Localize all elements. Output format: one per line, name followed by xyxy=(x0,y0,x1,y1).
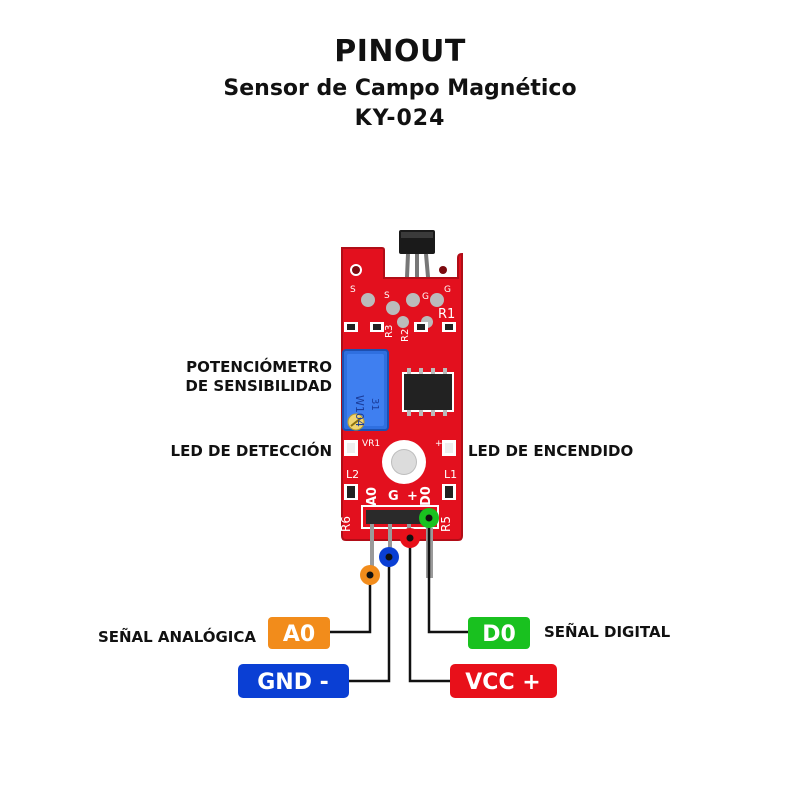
silk-a0: A0 xyxy=(365,487,380,506)
silk-vr1: VR1 xyxy=(362,439,380,449)
a0-pin-label: A0 xyxy=(268,617,330,649)
pcb-board: S S G G R1 R3 R2 W104 31 VR1 xyxy=(339,247,463,541)
silk-r5: R5 xyxy=(439,516,453,532)
potentiometer-label-line1: POTENCIÓMETRO xyxy=(186,357,332,376)
silk-g: G xyxy=(388,489,399,504)
silk-g-inner: G xyxy=(422,292,429,302)
silk-d0: D0 xyxy=(419,486,434,506)
power-led xyxy=(442,440,456,456)
silk-g-right: G xyxy=(444,285,451,295)
silk-s-inner: S xyxy=(384,291,390,301)
diagram-title: PINOUT xyxy=(334,34,466,69)
detection-led xyxy=(344,440,358,456)
potentiometer: W104 31 xyxy=(342,349,389,431)
silk-r1: R1 xyxy=(438,307,455,322)
vcc-pin-label: VCC + xyxy=(450,664,557,698)
comparator-chip xyxy=(402,368,454,416)
silk-r6: R6 xyxy=(339,516,353,532)
power-led-label: LED DE ENCENDIDO xyxy=(468,442,633,460)
silk-l1: L1 xyxy=(444,468,457,481)
silk-r2: R2 xyxy=(400,329,411,342)
silk-s-left: S xyxy=(350,285,356,295)
silk-plus: + xyxy=(407,489,418,504)
gnd-pin-text: GND - xyxy=(257,670,329,695)
d0-pin-label: D0 xyxy=(468,617,530,649)
silk-l2: L2 xyxy=(346,468,359,481)
d0-pin-marker xyxy=(419,508,439,528)
module-model: KY-024 xyxy=(354,106,446,131)
pot-code: W104 xyxy=(353,395,366,427)
gnd-pin-marker xyxy=(379,547,399,567)
gnd-pin-label: GND - xyxy=(238,664,349,698)
detection-led-label: LED DE DETECCIÓN xyxy=(171,441,332,460)
potentiometer-label-line2: DE SENSIBILIDAD xyxy=(185,377,332,395)
vcc-pin-text: VCC + xyxy=(465,670,540,695)
pot-number: 31 xyxy=(369,398,380,411)
digital-signal-label: SEÑAL DIGITAL xyxy=(544,622,671,641)
pin-connector-lines xyxy=(330,518,468,683)
a0-pin-text: A0 xyxy=(283,622,315,647)
vcc-pin-marker xyxy=(400,528,420,548)
silk-r3: R3 xyxy=(384,325,395,338)
silk-plus-right: + xyxy=(435,439,443,449)
analog-signal-label: SEÑAL ANALÓGICA xyxy=(98,627,256,646)
d0-pin-text: D0 xyxy=(482,622,516,647)
a0-pin-marker xyxy=(360,565,380,585)
diagram-subtitle: Sensor de Campo Magnético xyxy=(223,76,577,101)
